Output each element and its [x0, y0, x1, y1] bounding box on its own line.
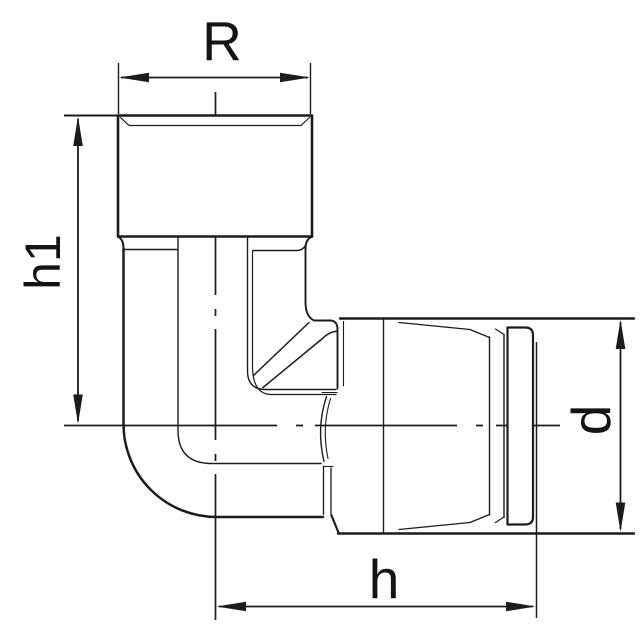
inner-corner-contour-b: [251, 250, 337, 396]
dimension-d: [615, 319, 626, 532]
dimension-label-R: R: [202, 10, 242, 72]
rib-edge-upper: [252, 321, 310, 377]
elbow-fitting-outline: [116, 114, 636, 535]
socket-face-fillet-outer: [319, 395, 328, 463]
neck-step-right: [304, 236, 313, 250]
R-extension-lines: [117, 63, 312, 114]
socket-groove-chamfers: [494, 328, 505, 524]
bend-tangent-left: [177, 236, 322, 465]
socket-taper-top: [398, 321, 491, 339]
socket-face-fillet-inner: [324, 397, 332, 460]
end-cap: [506, 326, 535, 526]
d-arrow-top: [615, 319, 626, 349]
h1-arrow-bottom: [73, 394, 83, 424]
dimension-h: [216, 342, 538, 618]
dimension-label-h1: h1: [15, 234, 71, 290]
rib-edge-lower: [262, 330, 338, 389]
h-arrow-right: [506, 601, 536, 612]
dimension-h1: [64, 114, 118, 424]
d-arrow-bottom: [615, 502, 626, 532]
dimension-label-h: h: [369, 548, 400, 610]
R-arrow-right: [280, 72, 310, 83]
h1-arrow-top: [73, 116, 83, 146]
neck-shoulder-right: [252, 244, 307, 252]
neck-step-left: [117, 236, 125, 250]
thread-socket-body: [116, 114, 314, 238]
bend-outer-contour: [122, 247, 325, 519]
inner-corner-contour-a: [246, 236, 337, 391]
h-arrow-left: [216, 601, 246, 612]
thread-chamfer-line: [119, 116, 311, 127]
tube-to-socket-chamfer: [330, 514, 340, 534]
R-arrow-left: [119, 72, 149, 83]
vertical-leg-right-wall: [304, 247, 339, 390]
dimension-R: [117, 63, 312, 114]
socket-taper-bottom: [398, 513, 491, 531]
dimension-label-d: d: [560, 405, 622, 436]
